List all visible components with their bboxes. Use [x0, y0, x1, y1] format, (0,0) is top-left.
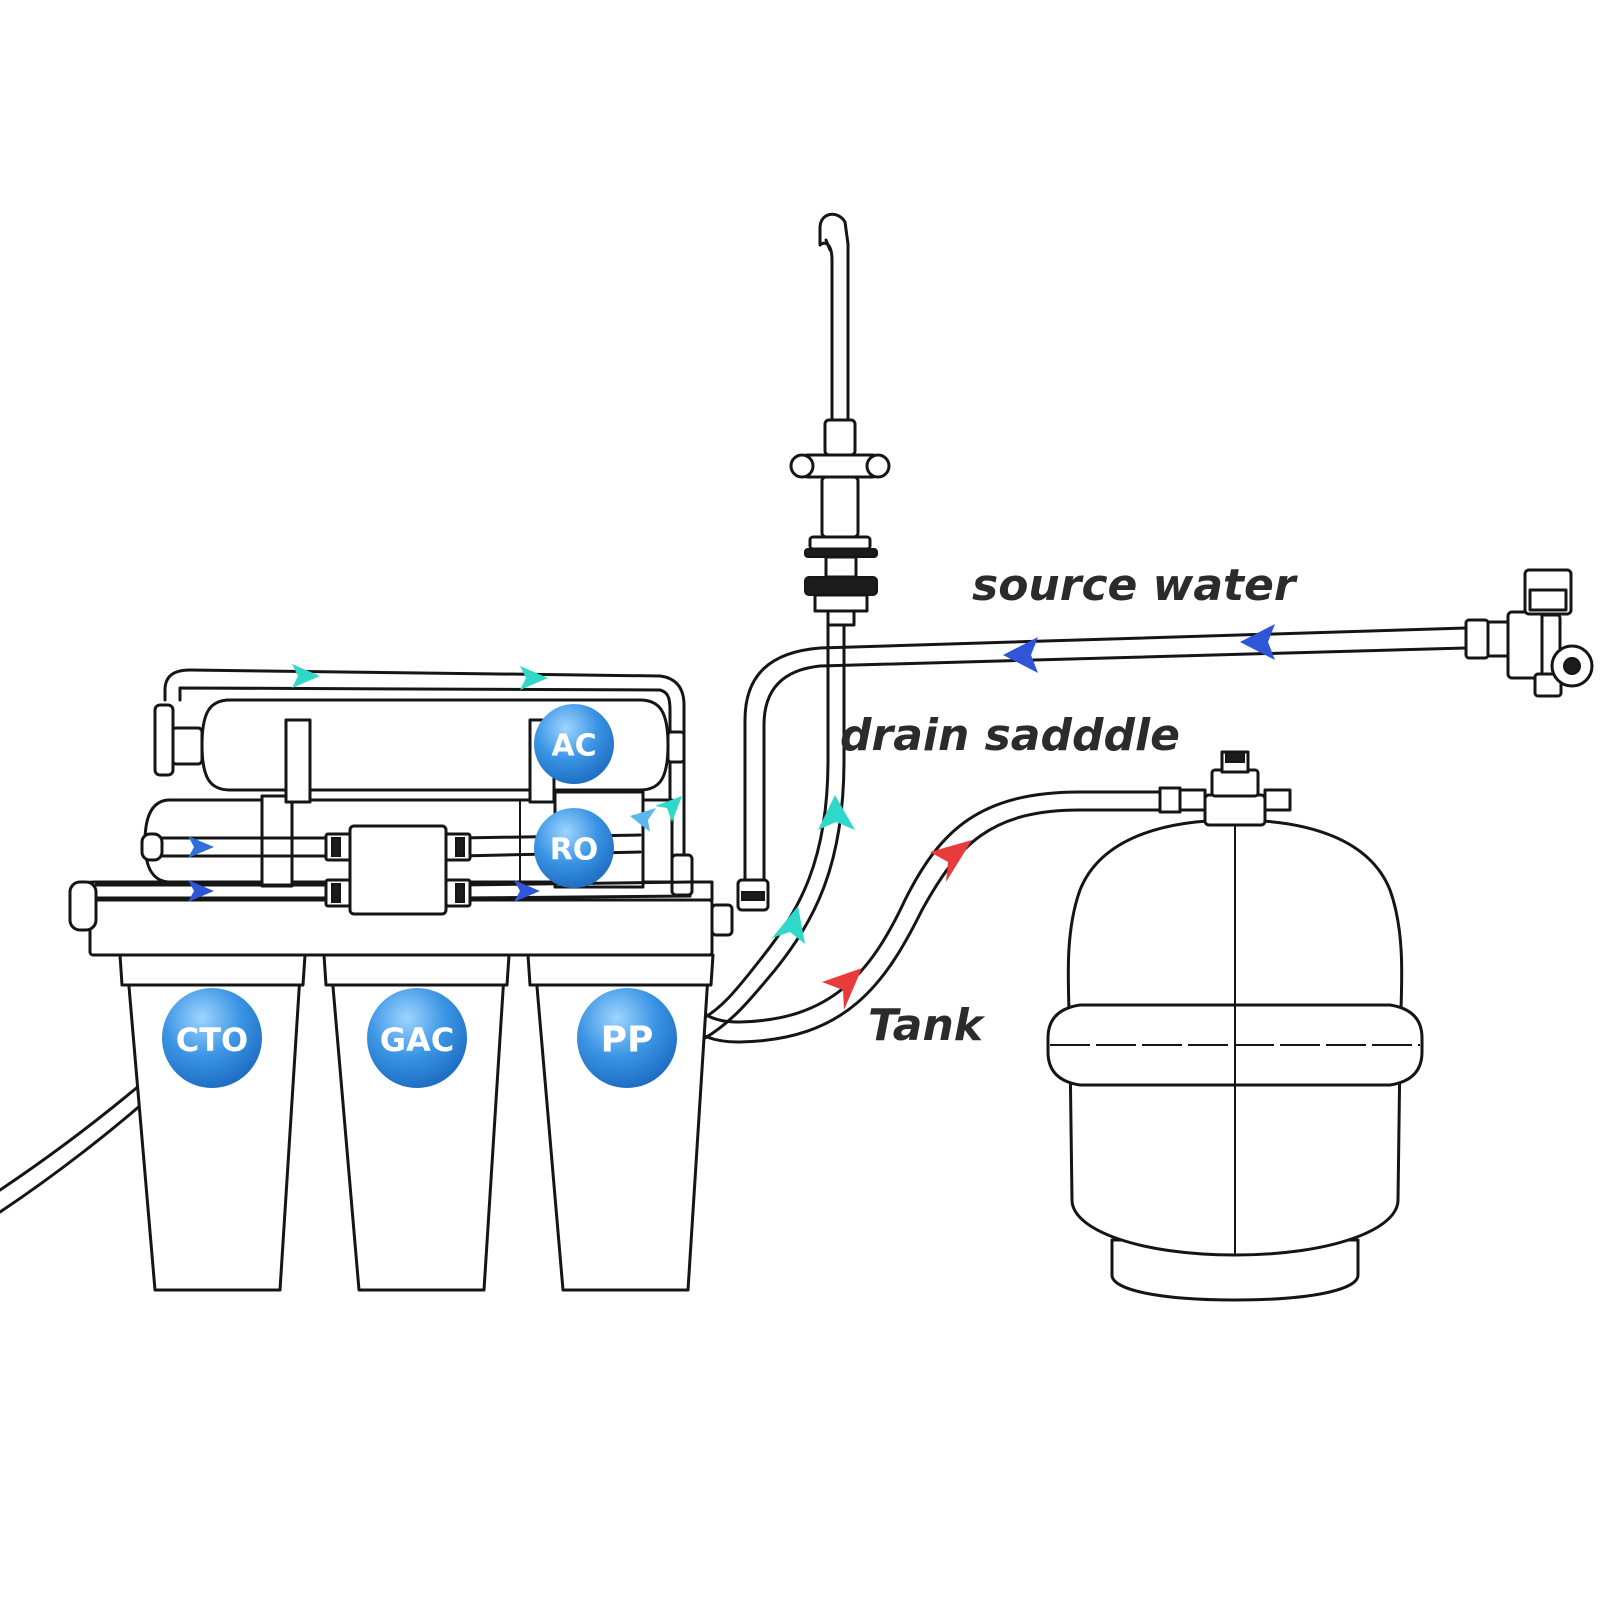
inlet-valve: [1464, 568, 1594, 698]
flow-arrow-tank-2: [822, 968, 862, 1010]
flow-arrow-loop-2: [520, 666, 548, 690]
drain-hose-left: [0, 1083, 142, 1192]
ro-badge: RO: [534, 808, 614, 888]
tank-label: Tank: [868, 1000, 986, 1051]
flow-arrow-tube-1: [188, 836, 214, 858]
cto-badge: CTO: [162, 988, 262, 1088]
flow-arrow-source-2: [1003, 637, 1038, 673]
tank-hose: [683, 790, 1172, 1024]
faucet: [789, 212, 891, 627]
drain-saddle-label: drain sadddle: [840, 710, 1180, 761]
ac-label: AC: [551, 729, 596, 764]
flow-arrow-loop-1: [292, 664, 320, 688]
gac-label: GAC: [380, 1021, 455, 1059]
tank-valve: [1158, 750, 1292, 827]
gac-badge: GAC: [367, 988, 467, 1088]
cto-label: CTO: [176, 1021, 249, 1059]
storage-tank: [1046, 818, 1424, 1302]
source-water-label: source water: [972, 560, 1298, 611]
ro-label: RO: [550, 833, 599, 868]
ac-badge: AC: [534, 704, 614, 784]
inlet-fitting: [736, 878, 770, 912]
flow-arrow-loop-3: [655, 796, 682, 822]
flow-arrow-tube-3: [514, 880, 540, 902]
source-water-hose: [743, 626, 1468, 887]
front-tubing: [94, 832, 692, 900]
flow-arrow-tank-1: [930, 840, 972, 882]
flow-arrow-tube-2: [188, 880, 214, 902]
flow-arrow-faucet-1: [818, 795, 855, 830]
top-loop-hose: [163, 668, 686, 882]
flow-arrow-faucet-2: [772, 906, 805, 944]
drain-saddle-hose: [698, 618, 830, 1022]
pp-badge: PP: [577, 988, 677, 1088]
flow-arrow-ro: [630, 808, 656, 832]
pp-label: PP: [601, 1020, 654, 1061]
flow-arrow-source-1: [1240, 624, 1275, 660]
flow-valve-block: [324, 824, 472, 916]
